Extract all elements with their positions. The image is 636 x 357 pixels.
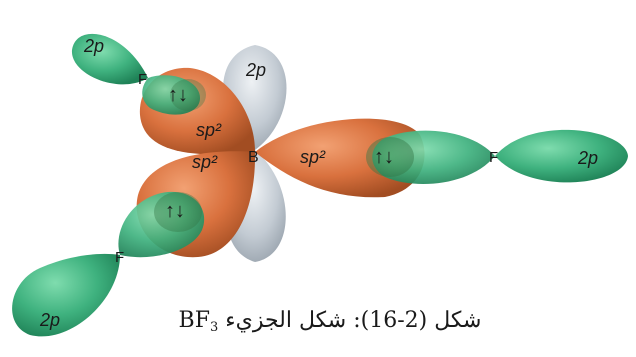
fluorine-right-label: F	[489, 149, 498, 166]
p-orbital-label-center-top: 2p	[245, 60, 266, 80]
formula-subscript: 3	[209, 320, 219, 335]
caption-text: شكل (2-16): شكل الجزيء	[225, 308, 482, 333]
electron-pair-lower: ↑↓	[165, 200, 185, 222]
electron-pair-upper: ↑↓	[168, 84, 188, 106]
formula-base: BF	[178, 308, 210, 333]
p-orbital-label-right: 2p	[577, 148, 598, 168]
p-orbital-label-bottom-left: 2p	[39, 310, 60, 330]
fluorine-top-outer-lobe	[71, 33, 148, 85]
fluorine-right-outer-lobe	[495, 129, 628, 183]
sp2-label-middle: sp²	[192, 152, 218, 172]
p-orbital-label-top-left: 2p	[83, 36, 104, 56]
fluorine-bottom-outer-lobe	[12, 253, 120, 337]
electron-pair-right: ↑↓	[374, 146, 394, 168]
sp2-label-right: sp²	[300, 147, 326, 167]
sp2-label-upper: sp²	[196, 120, 222, 140]
caption-formula: BF3	[179, 308, 219, 335]
fluorine-right-inner-lobe	[366, 130, 495, 185]
boron-label: B	[248, 149, 259, 166]
fluorine-top-label: F	[138, 71, 147, 88]
fluorine-bottom-label: F	[115, 249, 124, 266]
fluorine-top-inner-lobe	[142, 75, 206, 115]
figure-caption: شكل (2-16): شكل الجزيء BF3	[150, 308, 510, 348]
fluorine-bottom-inner-lobe	[118, 191, 205, 258]
